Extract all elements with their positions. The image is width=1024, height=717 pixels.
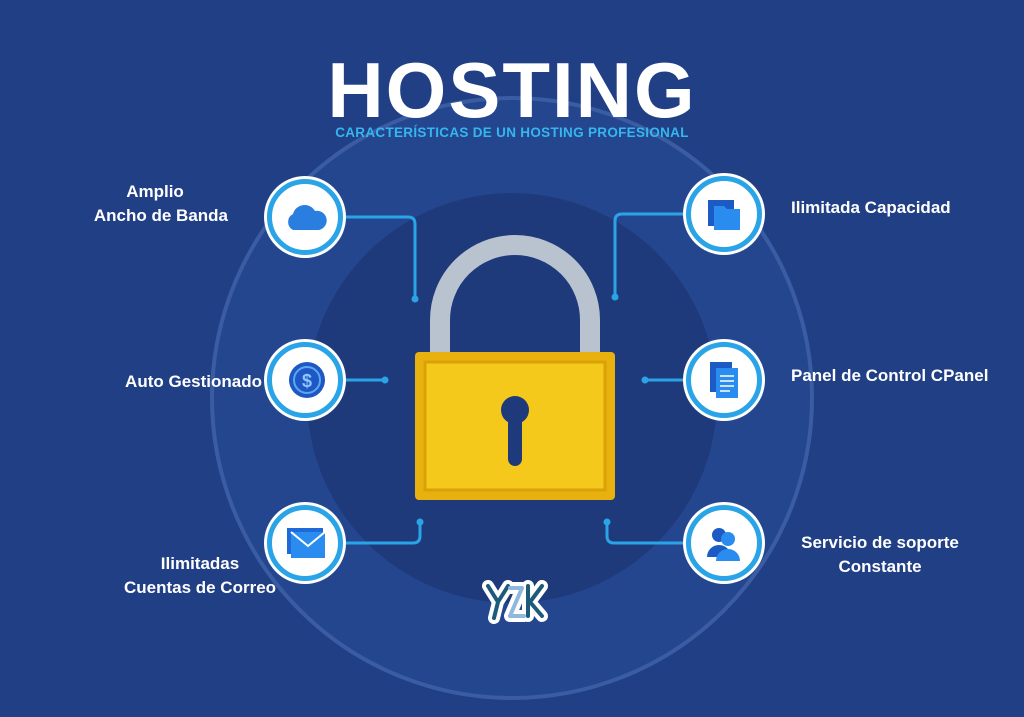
feature-label-bandwidth-2: Ancho de Banda — [40, 204, 228, 228]
svg-text:$: $ — [302, 371, 312, 391]
y2k-logo-icon — [482, 580, 548, 624]
dollar-coin-icon: $ — [289, 362, 325, 398]
label-line: Ancho de Banda — [93, 206, 228, 225]
feature-node-bandwidth — [267, 179, 343, 255]
feature-label-cpanel: Panel de Control CPanel — [791, 366, 989, 385]
label-line: Constante — [838, 557, 922, 576]
label-line: Amplio — [126, 182, 184, 201]
page-subtitle: CARACTERÍSTICAS DE UN HOSTING PROFESIONA… — [335, 125, 689, 140]
feature-node-email — [267, 505, 343, 581]
feature-label-support: Servicio de soporte Constante — [780, 531, 980, 579]
folder-icon — [708, 200, 740, 230]
page-title: HOSTING — [327, 46, 697, 134]
feature-label-bandwidth: Amplio — [120, 180, 190, 204]
feature-label-capacity: Ilimitada Capacidad — [791, 198, 951, 217]
feature-label-email: Ilimitadas Cuentas de Correo — [110, 552, 290, 600]
user-support-icon — [707, 528, 740, 561]
label-line: Ilimitadas — [160, 554, 240, 573]
brand-logo — [480, 576, 550, 626]
padlock-icon — [415, 235, 615, 500]
feature-node-cpanel — [686, 342, 762, 418]
feature-node-capacity — [686, 176, 762, 252]
envelope-icon — [287, 528, 326, 558]
label-line: Cuentas de Correo — [123, 578, 277, 597]
feature-node-support — [686, 505, 762, 581]
connectors — [343, 212, 686, 545]
cloud-icon — [288, 205, 327, 230]
feature-node-self-managed: $ — [267, 342, 343, 418]
label-line: Servicio de soporte — [801, 533, 959, 552]
feature-label-self-managed: Auto Gestionado — [125, 372, 262, 391]
document-icon — [710, 362, 738, 398]
